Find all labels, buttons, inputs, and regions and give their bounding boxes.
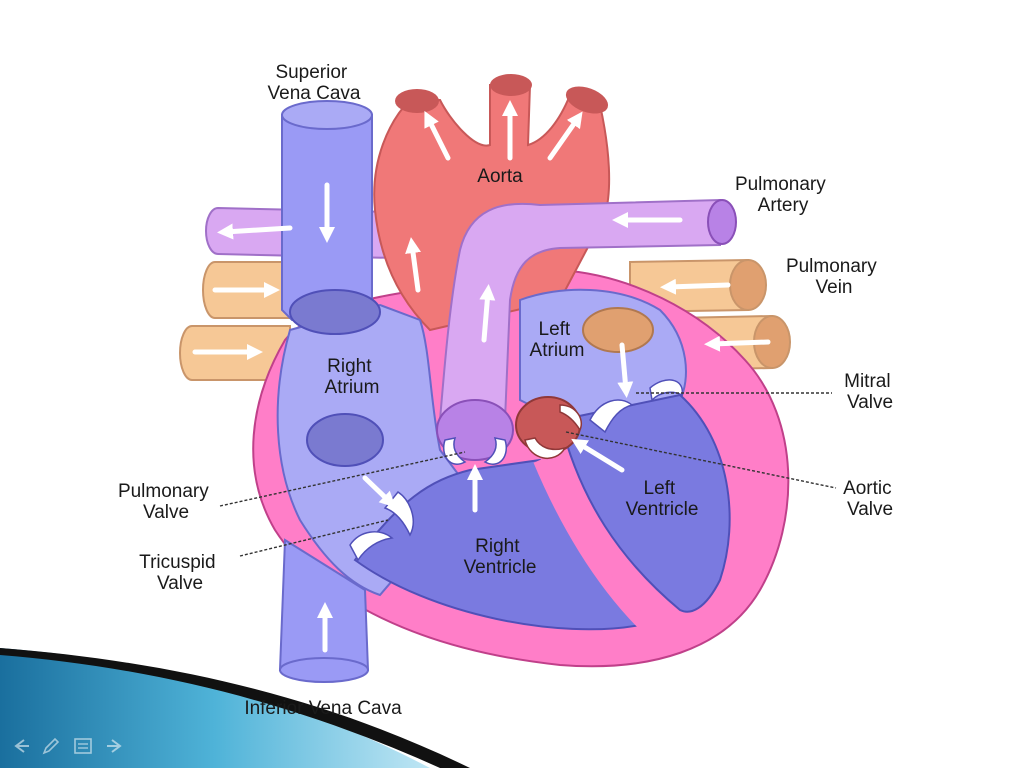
- label-aorta: Aorta: [477, 166, 523, 187]
- label-left-atrium: Left Atrium: [530, 319, 585, 361]
- label-pulmonary-valve: Pulmonary Valve: [118, 481, 214, 523]
- label-pulmonary-vein: Pulmonary Vein: [786, 256, 882, 298]
- septum: [533, 457, 650, 630]
- label-right-ventricle: Right Ventricle: [464, 536, 537, 578]
- pulmonary-vein-opening: [582, 307, 654, 353]
- label-inferior-vena-cava: Inferior Vena Cava: [244, 698, 402, 719]
- label-tricuspid-valve: Tricuspid Valve: [139, 552, 221, 594]
- footer-swoosh: [0, 648, 470, 768]
- aortic-valve: [515, 396, 582, 459]
- coronary-opening: [306, 413, 384, 467]
- left-ventricle-chamber: [558, 393, 731, 613]
- flow-arrows: [192, 99, 771, 653]
- back-arrow-icon[interactable]: [10, 735, 32, 757]
- forward-arrow-icon[interactable]: [104, 735, 126, 757]
- label-superior-vena-cava: Superior Vena Cava: [268, 62, 361, 104]
- label-left-ventricle: Left Ventricle: [626, 478, 699, 520]
- pen-icon[interactable]: [40, 735, 62, 757]
- mitral-valve: [589, 379, 683, 434]
- superior-vena-cava: [281, 100, 381, 335]
- menu-icon[interactable]: [72, 735, 94, 757]
- label-mitral-valve: Mitral Valve: [844, 371, 896, 413]
- leader-lines: [219, 392, 837, 557]
- label-aortic-valve: Aortic Valve: [843, 478, 897, 520]
- label-pulmonary-artery: Pulmonary Artery: [735, 174, 831, 216]
- pulmonary-artery: [438, 198, 737, 421]
- label-right-atrium: Right Atrium: [325, 356, 380, 398]
- pulmonary-valve: [436, 399, 514, 465]
